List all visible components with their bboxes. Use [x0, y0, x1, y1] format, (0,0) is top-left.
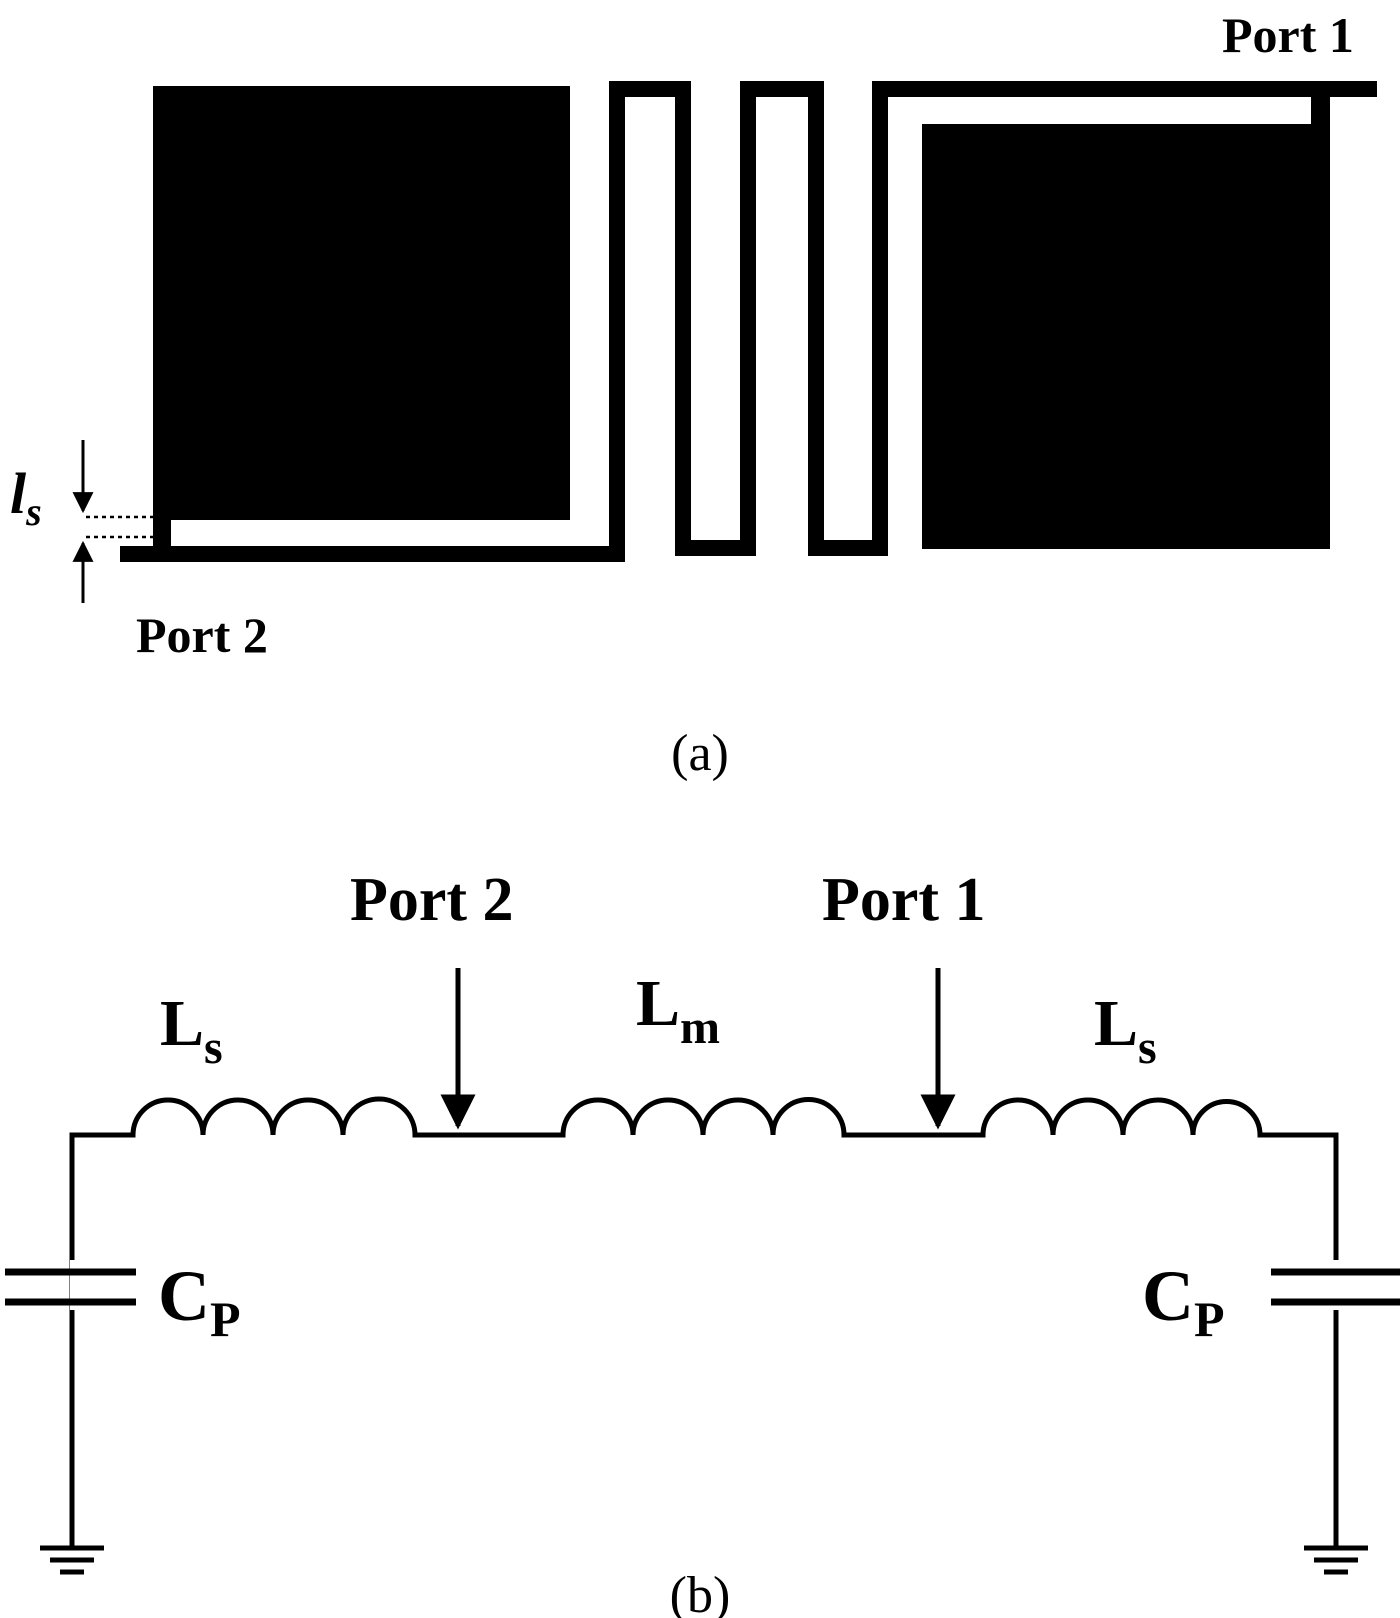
inductor-ls-right	[980, 1097, 1263, 1138]
panel-a-layout: ls Port 1 Port 2 (a)	[10, 7, 1377, 782]
circuit-port2-label: Port 2	[350, 866, 514, 934]
capacitor-cp-left	[5, 1260, 136, 1310]
layout-port2-label: Port 2	[136, 607, 268, 663]
ls-left-main: L	[160, 987, 204, 1060]
ls-right-sub: s	[1138, 1021, 1157, 1074]
circuit-wire-left	[69, 1132, 136, 1548]
left-capacitor-pad	[153, 86, 570, 520]
ls-label-sub: s	[25, 489, 42, 534]
ls-left-label: Ls	[160, 987, 223, 1074]
inductor-lm	[560, 1097, 847, 1138]
port2-stub	[153, 515, 171, 555]
ground-left-icon	[40, 1545, 104, 1575]
lm-label: Lm	[636, 967, 720, 1054]
inductor-ls-left	[130, 1096, 418, 1138]
ground-right-icon	[1304, 1545, 1368, 1575]
meander-trace	[120, 81, 1377, 562]
caption-b: (b)	[670, 1567, 731, 1618]
cp-left-sub: P	[210, 1291, 241, 1347]
lm-main: L	[636, 967, 680, 1040]
ls-left-sub: s	[204, 1021, 223, 1074]
right-capacitor-pad	[922, 124, 1330, 549]
ls-right-label: Ls	[1094, 987, 1157, 1074]
port1-stub	[1311, 89, 1330, 129]
lm-sub: m	[680, 1001, 720, 1054]
cp-left-main: C	[158, 1256, 210, 1336]
circuit-wire-right	[1257, 1132, 1339, 1548]
ls-right-main: L	[1094, 987, 1138, 1060]
caption-a: (a)	[671, 725, 729, 782]
cp-left-label: CP	[158, 1256, 241, 1347]
svg-text:ls: ls	[10, 461, 42, 534]
panel-b-circuit: Port 2 Port 1 Ls Lm Ls CP CP (b)	[5, 866, 1400, 1618]
cp-right-sub: P	[1194, 1291, 1225, 1347]
dimension-ls: ls	[10, 440, 153, 603]
capacitor-cp-right	[1271, 1260, 1400, 1310]
layout-port1-label: Port 1	[1222, 7, 1354, 63]
ls-label-main: l	[10, 461, 27, 526]
circuit-port1-label: Port 1	[822, 866, 986, 934]
cp-right-label: CP	[1142, 1256, 1225, 1347]
cp-right-main: C	[1142, 1256, 1194, 1336]
